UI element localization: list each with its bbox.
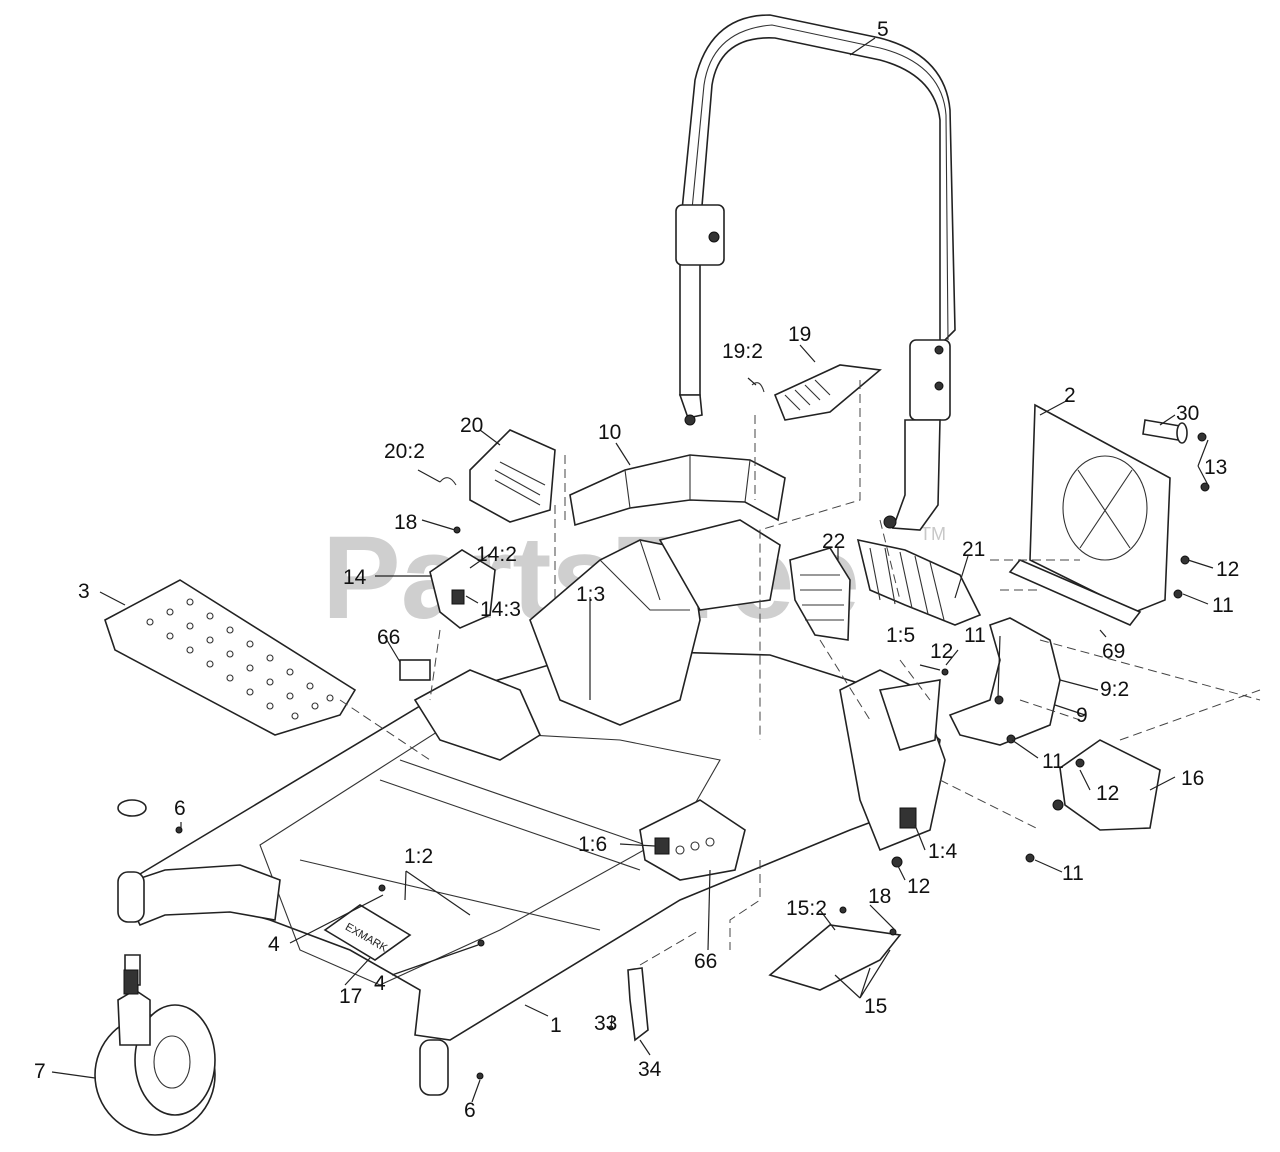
callout-11c[interactable]: 11 [1042, 750, 1064, 773]
guard-part-16[interactable] [1059, 739, 1161, 831]
bracket-part-20[interactable] [439, 429, 556, 523]
callout-34[interactable]: 34 [638, 1058, 662, 1081]
callout-66b[interactable]: 66 [694, 950, 717, 973]
callout-30[interactable]: 30 [1176, 402, 1199, 425]
main-frame-part-1[interactable] [128, 519, 946, 1041]
callout-13[interactable]: 13 [1204, 456, 1227, 479]
screw-12a [1180, 555, 1190, 565]
callout-11a[interactable]: 11 [1212, 594, 1234, 617]
callout-1-5[interactable]: 1:5 [886, 624, 915, 647]
caster-arm-part[interactable] [117, 799, 281, 986]
callout-18b[interactable]: 18 [868, 885, 891, 908]
callout-1-4[interactable]: 1:4 [928, 840, 958, 863]
callout-12a[interactable]: 12 [1216, 558, 1239, 581]
callout-12d[interactable]: 12 [907, 875, 930, 898]
callout-4b[interactable]: 4 [374, 972, 386, 995]
shield-part-10[interactable] [569, 454, 786, 527]
callout-1-6[interactable]: 1:6 [578, 833, 607, 856]
callout-14[interactable]: 14 [343, 566, 367, 589]
callout-14-3[interactable]: 14:3 [480, 598, 521, 621]
callout-10[interactable]: 10 [598, 421, 621, 444]
callout-labels: 5 19:2 19 2 30 13 20 20:2 10 18 14:2 14 … [34, 18, 1239, 1122]
callout-5[interactable]: 5 [877, 18, 889, 41]
leader-lines [51, 37, 1214, 1103]
callout-16[interactable]: 16 [1181, 767, 1204, 790]
callout-19[interactable]: 19 [788, 323, 811, 346]
nut-11a [1173, 589, 1183, 599]
callout-3[interactable]: 3 [78, 580, 90, 603]
hardware-dots [175, 526, 1085, 1080]
callout-2[interactable]: 2 [1064, 384, 1076, 407]
callout-9-2[interactable]: 9:2 [1100, 678, 1129, 701]
bracket-part-19[interactable] [751, 364, 882, 421]
bolt-13a [1197, 432, 1207, 442]
caster-wheel-part-7[interactable] [94, 969, 216, 1136]
callout-15-2[interactable]: 15:2 [786, 897, 827, 920]
pin-part-30[interactable] [1142, 419, 1188, 444]
callout-18a[interactable]: 18 [394, 511, 417, 534]
callout-1-2[interactable]: 1:2 [404, 845, 433, 868]
callout-21[interactable]: 21 [962, 538, 985, 561]
floor-plate-part-3[interactable] [104, 579, 357, 736]
callout-15[interactable]: 15 [864, 995, 887, 1018]
roll-bar-part[interactable] [675, 14, 956, 531]
callout-4a[interactable]: 4 [268, 933, 280, 956]
decal-66a[interactable] [399, 659, 431, 681]
shield-part-22[interactable] [789, 547, 851, 641]
callout-14-2[interactable]: 14:2 [476, 543, 517, 566]
rear-plate-part[interactable] [1008, 403, 1171, 626]
callout-69[interactable]: 69 [1102, 640, 1125, 663]
bolt-13b [1200, 482, 1210, 492]
callout-12c[interactable]: 12 [1096, 782, 1119, 805]
bracket-part-14[interactable] [429, 549, 496, 629]
plate-part-15[interactable] [768, 924, 902, 991]
callout-1[interactable]: 1 [550, 1014, 562, 1037]
watermark-trademark: TM [920, 524, 946, 544]
callout-20-2[interactable]: 20:2 [384, 440, 425, 463]
callout-1-3[interactable]: 1:3 [576, 583, 605, 606]
callout-11d[interactable]: 11 [1062, 862, 1084, 885]
shield-part-21[interactable] [856, 538, 982, 626]
callout-12b[interactable]: 12 [930, 640, 953, 663]
callout-20[interactable]: 20 [460, 414, 483, 437]
assembly-dash-lines [339, 380, 1261, 966]
callout-11b[interactable]: 11 [964, 624, 986, 647]
plate-part-34[interactable] [627, 967, 649, 1042]
callout-9[interactable]: 9 [1076, 704, 1088, 727]
callout-6a[interactable]: 6 [174, 797, 186, 820]
callout-66a[interactable]: 66 [377, 626, 400, 649]
callout-19-2[interactable]: 19:2 [722, 340, 763, 363]
perforations [146, 598, 334, 720]
callout-22[interactable]: 22 [822, 530, 845, 553]
shield-part-9[interactable] [948, 617, 1061, 746]
callout-17[interactable]: 17 [339, 985, 362, 1008]
front-spindle-part[interactable] [419, 1039, 449, 1096]
callout-6b[interactable]: 6 [464, 1099, 476, 1122]
callout-33[interactable]: 33 [594, 1012, 617, 1035]
callout-7[interactable]: 7 [34, 1060, 46, 1083]
